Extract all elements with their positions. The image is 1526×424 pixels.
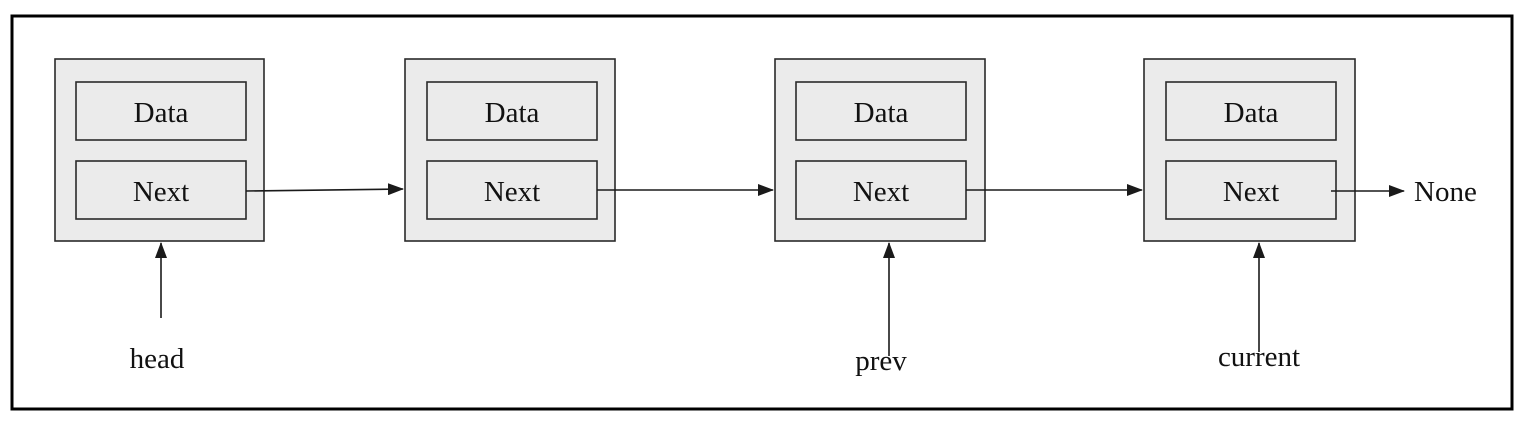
node-2-data-label: Data — [485, 97, 540, 129]
node-4-data-field — [1165, 81, 1337, 141]
head-pointer-label: head — [130, 343, 185, 375]
node-1-data-label: Data — [134, 97, 189, 129]
node-2-next-label: Next — [484, 176, 540, 208]
node-3-data-label: Data — [854, 97, 909, 129]
node-1-next-label: Next — [133, 176, 189, 208]
terminal-none-label: None — [1414, 176, 1477, 208]
node-1-next-field — [75, 160, 247, 220]
node-3-data-field — [795, 81, 967, 141]
list-node-1: Data Next — [54, 58, 265, 242]
node-3-next-field — [795, 160, 967, 220]
node-2-data-field — [426, 81, 598, 141]
node-1-data-field — [75, 81, 247, 141]
node-4-next-field — [1165, 160, 1337, 220]
list-node-3: Data Next — [774, 58, 986, 242]
current-pointer-label: current — [1218, 341, 1300, 373]
list-node-4: Data Next — [1143, 58, 1356, 242]
node-2-next-field — [426, 160, 598, 220]
prev-pointer-label: prev — [855, 345, 907, 377]
next-arrow-1-to-2 — [245, 183, 404, 196]
diagram-frame — [10, 14, 1514, 411]
node-4-next-label: Next — [1223, 176, 1279, 208]
node-3-next-label: Next — [853, 176, 909, 208]
list-node-2: Data Next — [404, 58, 616, 242]
node-4-data-label: Data — [1224, 97, 1279, 129]
